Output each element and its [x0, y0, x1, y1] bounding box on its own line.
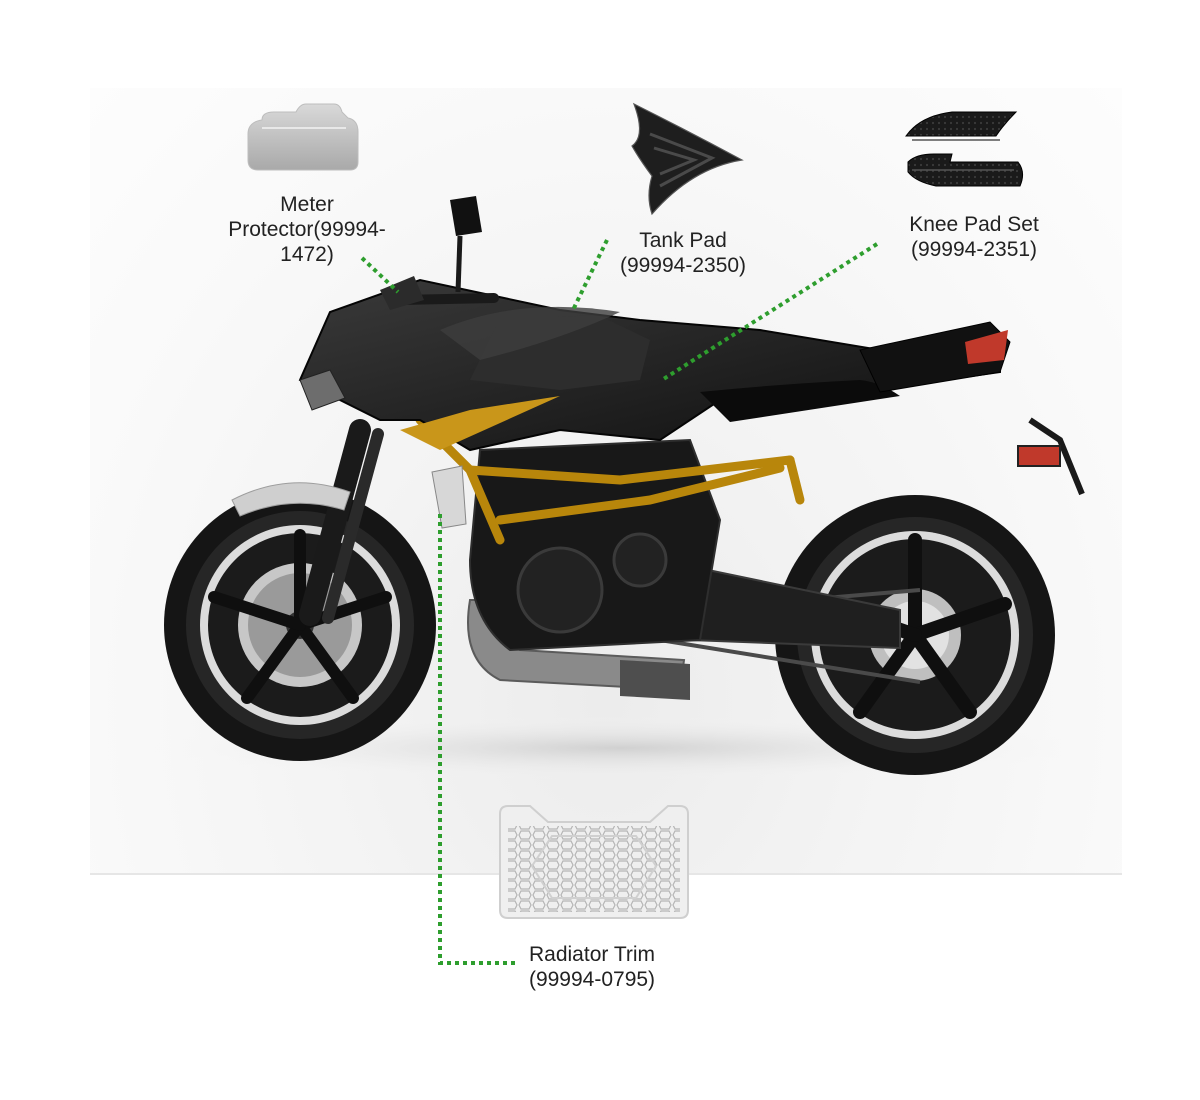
leader-line-tank-pad — [570, 239, 609, 313]
radiator-trim-line1: Radiator Trim — [528, 943, 656, 966]
rear-wheel — [775, 495, 1055, 775]
knee-pad-set-icon — [905, 111, 1024, 187]
meter-protector-line2: Protector(99994- — [228, 218, 386, 241]
tank-pad-line2: (99994-2350) — [619, 254, 747, 277]
callout-tank-pad: Tank Pad (99994-2350) — [598, 228, 768, 278]
callout-radiator-trim: Radiator Trim (99994-0795) — [504, 942, 680, 992]
meter-protector-line3: 1472) — [280, 243, 334, 266]
front-wheel — [164, 489, 436, 761]
callout-meter-protector: Meter Protector(99994- 1472) — [212, 192, 402, 267]
radiator-trim-line2: (99994-0795) — [528, 968, 656, 991]
callout-knee-pad-set: Knee Pad Set (99994-2351) — [886, 212, 1062, 262]
knee-pad-set-line2: (99994-2351) — [910, 238, 1038, 261]
tank-pad-icon — [631, 102, 744, 216]
radiator-trim-icon — [499, 805, 689, 919]
tank-pad-line1: Tank Pad — [639, 229, 727, 252]
knee-pad-set-line1: Knee Pad Set — [909, 213, 1039, 236]
motorcycle-illustration — [164, 196, 1085, 775]
leader-line-meter-protector — [360, 256, 400, 294]
meter-protector-line1: Meter — [280, 193, 334, 216]
frame — [415, 415, 805, 545]
leader-line-knee-pad-set — [660, 242, 879, 382]
meter-protector-icon — [247, 103, 359, 171]
leader-lines — [360, 239, 879, 965]
leader-line-radiator-trim — [438, 514, 517, 965]
